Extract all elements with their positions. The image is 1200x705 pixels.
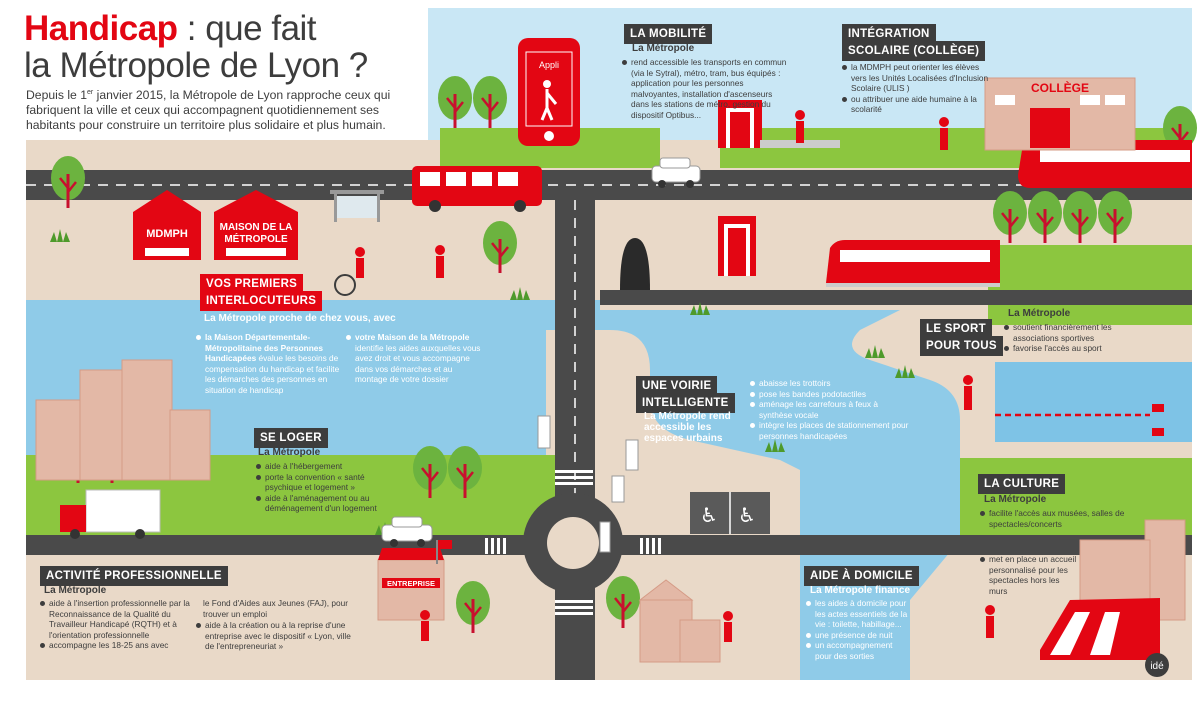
mobilite-subtitle: La Métropole: [632, 43, 695, 54]
activite-item: aide à la création ou à la reprise d'une…: [196, 620, 356, 652]
traffic-light-icons: [537, 415, 639, 553]
mobilite-list: rend accessible les transports en commun…: [622, 57, 792, 121]
premiers-item-mdmph: la Maison Départementale-Métropolitaine …: [196, 332, 342, 396]
loger-title: SE LOGER: [254, 428, 328, 448]
voirie-item: pose les bandes podotactiles: [750, 389, 910, 400]
voirie-subtitle: La Métropole rend accessible les espaces…: [644, 411, 731, 444]
culture-item: met en place un accueil personnalisé pou…: [980, 554, 1080, 596]
mdmph-building-icon: [133, 190, 201, 260]
car-icon-2: [381, 516, 433, 547]
entreprise-building-label: ENTREPRISE: [387, 579, 435, 588]
tunnel: [620, 238, 650, 290]
domicile-item: les aides à domicile pour les actes esse…: [806, 598, 908, 630]
publisher-logo-text: idé: [1150, 661, 1164, 672]
title-rest: : que fait: [177, 9, 317, 48]
premiers-list-col2: votre Maison de la Métropole identifie l…: [346, 332, 486, 385]
car-icon: [651, 157, 701, 188]
phone-app-icon: [518, 38, 580, 146]
sport-item: favorise l'accès au sport: [1004, 343, 1144, 354]
domicile-item: un accompagnement pour des sorties: [806, 640, 908, 661]
svg-text:♿: ♿: [700, 503, 718, 527]
theater-building-icon: [1040, 598, 1160, 660]
aide-domicile-houses: [638, 579, 721, 663]
premiers-item-maison: votre Maison de la Métropole identifie l…: [346, 332, 486, 385]
mobilite-title: LA MOBILITÉ: [624, 24, 713, 44]
premiers-title-line2: INTERLOCUTEURS: [200, 291, 323, 311]
mdmph-building-label: MDMPH: [146, 228, 188, 240]
bus-stop-icon: [330, 190, 384, 222]
culture-title: LA CULTURE: [978, 474, 1066, 494]
voirie-title-line2: INTELLIGENTE: [636, 393, 735, 413]
moving-truck-icon: [60, 489, 161, 539]
activite-item: aide à l'insertion professionnelle par l…: [40, 598, 192, 640]
domicile-item: une présence de nuit: [806, 630, 908, 641]
phone-app-label: Appli: [539, 60, 559, 70]
metro-station-icon: [718, 100, 840, 148]
voirie-item: intègre les places de stationnement pour…: [750, 420, 910, 441]
maison-building-label-line1: MAISON DE LA: [220, 222, 293, 233]
activite-col2-intro: le Fond d'Aides aux Jeunes (FAJ), pour t…: [203, 598, 349, 619]
activite-item: accompagne les 18-25 ans avec: [40, 640, 192, 651]
sport-subtitle: La Métropole: [1008, 308, 1071, 319]
integration-item: la MDMPH peut orienter les élèves vers l…: [842, 62, 994, 94]
title-accent: Handicap: [24, 9, 178, 48]
svg-text:♿: ♿: [738, 503, 756, 527]
premiers-subtitle: La Métropole proche de chez vous, avec: [204, 313, 396, 324]
tram-middle-icon: [826, 240, 1000, 287]
activite-title: ACTIVITÉ PROFESSIONNELLE: [40, 566, 228, 586]
college-building-label: COLLÈGE: [1031, 80, 1089, 95]
publisher-logo: [1145, 653, 1169, 677]
culture-subtitle: La Métropole: [984, 494, 1047, 505]
integration-title-line1: INTÉGRATION: [842, 24, 936, 44]
apartment-buildings: [35, 359, 211, 481]
college-building-icon: [984, 77, 1136, 151]
title-line2: la Métropole de Lyon ?: [24, 46, 368, 85]
maison-building-label-line2: MÉTROPOLE: [224, 232, 288, 245]
sport-title-line2: POUR TOUS: [920, 336, 1003, 356]
sport-title-line1: LE SPORT: [920, 319, 992, 339]
sport-list: soutient financièrement les associations…: [1004, 322, 1144, 354]
activite-list-col2: aide à la création ou à la reprise d'une…: [196, 620, 356, 652]
culture-list: facilite l'accès aux musées, salles de s…: [980, 508, 1130, 597]
premiers-list-col1: la Maison Départementale-Métropolitaine …: [196, 332, 342, 396]
loger-item: aide à l'aménagement ou au déménagement …: [256, 493, 384, 514]
integration-list: la MDMPH peut orienter les élèves vers l…: [842, 62, 994, 115]
loger-item: porte la convention « santé psychique et…: [256, 472, 384, 493]
tram-top-icon: [1018, 140, 1192, 188]
activite-subtitle: La Métropole: [44, 585, 107, 596]
loger-item: aide à l'hébergement: [256, 461, 384, 472]
integration-item: ou attribuer une aide humaine à la scola…: [842, 94, 994, 115]
premiers-title-line1: VOS PREMIERS: [200, 274, 304, 294]
intro-paragraph: Depuis le 1er janvier 2015, la Métropole…: [26, 88, 391, 133]
elevator-icon: [718, 216, 756, 276]
voirie-list: abaisse les trottoirs pose les bandes po…: [750, 378, 910, 442]
loger-subtitle: La Métropole: [258, 447, 321, 458]
flag-icon: [438, 540, 452, 549]
domicile-title: AIDE À DOMICILE: [804, 566, 919, 586]
entreprise-building-icon: [377, 548, 445, 621]
mobilite-item: rend accessible les transports en commun…: [622, 57, 792, 121]
voirie-title-line1: UNE VOIRIE: [636, 376, 718, 396]
domicile-list: les aides à domicile pour les actes esse…: [806, 598, 908, 662]
voirie-item: abaisse les trottoirs: [750, 378, 910, 389]
maison-metropole-building-icon: [214, 190, 298, 260]
voirie-item: aménage les carrefours à feux à synthèse…: [750, 399, 910, 420]
activite-list-col1: aide à l'insertion professionnelle par l…: [40, 598, 192, 651]
sport-item: soutient financièrement les associations…: [1004, 322, 1144, 343]
page-title: Handicap : que fait la Métropole de Lyon…: [24, 10, 368, 84]
bus-icon: [412, 166, 542, 212]
culture-item: facilite l'accès aux musées, salles de s…: [980, 508, 1130, 529]
people-icons: [334, 110, 995, 642]
integration-title-line2: SCOLAIRE (COLLÈGE): [842, 41, 986, 61]
loger-list: aide à l'hébergement porte la convention…: [256, 461, 384, 514]
domicile-subtitle: La Métropole finance: [810, 585, 911, 596]
